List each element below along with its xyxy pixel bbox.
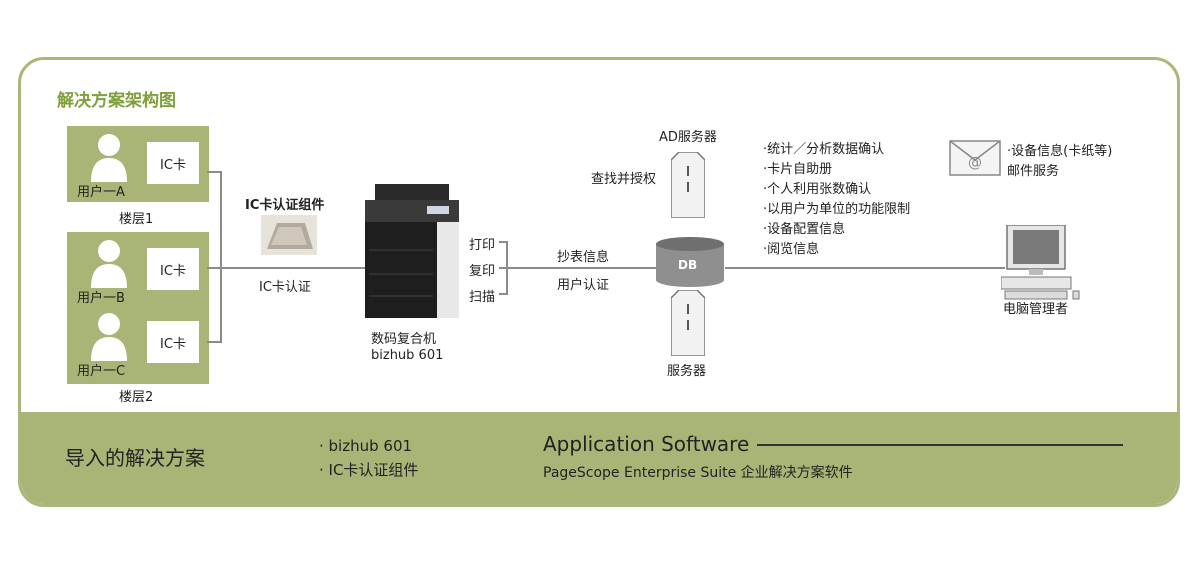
band-heading: 导入的解决方案 bbox=[65, 446, 205, 470]
solution-band bbox=[21, 412, 1177, 504]
floor-label: 楼层2 bbox=[119, 390, 154, 405]
feature-item: ·统计／分析数据确认 bbox=[763, 142, 885, 157]
mfp-name: 数码复合机 bbox=[371, 332, 437, 347]
user-box-a: 用户一A IC卡 bbox=[67, 126, 209, 202]
app-rule bbox=[757, 444, 1123, 446]
feature-item: ·卡片自助册 bbox=[763, 162, 833, 177]
computer-icon bbox=[1001, 225, 1080, 300]
db-label-top: 抄表信息 bbox=[557, 250, 610, 265]
function-print: 打印 bbox=[469, 238, 496, 253]
mail-line2: 邮件服务 bbox=[1007, 164, 1060, 179]
user-icon bbox=[91, 134, 127, 182]
user-label: 用户一A bbox=[77, 185, 125, 200]
feature-item: ·设备配置信息 bbox=[763, 222, 846, 237]
database-icon bbox=[656, 237, 724, 287]
feature-list: ·统计／分析数据确认 ·卡片自助册 ·个人利用张数确认 ·以用户为单位的功能限制… bbox=[763, 140, 910, 260]
mail-line1: ·设备信息(卡纸等) bbox=[1007, 144, 1113, 159]
pc-label: 电脑管理者 bbox=[1003, 302, 1069, 317]
feature-item: ·以用户为单位的功能限制 bbox=[763, 202, 911, 217]
connector-line bbox=[221, 267, 367, 269]
connector-line bbox=[725, 267, 1005, 269]
ad-server-label: AD服务器 bbox=[659, 130, 717, 145]
mfp-model: bizhub 601 bbox=[371, 348, 444, 363]
connector-line bbox=[515, 267, 661, 269]
user-box-b: 用户一B IC卡 bbox=[67, 232, 209, 308]
app-subtitle: PageScope Enterprise Suite 企业解决方案软件 bbox=[543, 465, 853, 481]
function-scan: 扫描 bbox=[469, 290, 496, 305]
diagram-frame: 解决方案架构图 用户一A IC卡 楼层1 用户一B IC卡 用户一C IC卡 楼… bbox=[18, 57, 1180, 507]
ic-card: IC卡 bbox=[147, 248, 199, 290]
feature-item: ·个人利用张数确认 bbox=[763, 182, 872, 197]
ic-card: IC卡 bbox=[147, 142, 199, 184]
svg-text:@: @ bbox=[968, 155, 982, 171]
band-item: · IC卡认证组件 bbox=[319, 461, 419, 479]
server-icon bbox=[671, 290, 705, 356]
app-title: Application Software bbox=[543, 432, 750, 456]
user-label: 用户一C bbox=[77, 364, 126, 379]
ad-server-icon bbox=[671, 152, 705, 218]
user-icon bbox=[91, 313, 127, 361]
user-box-c: 用户一C IC卡 bbox=[67, 305, 209, 381]
diagram-title: 解决方案架构图 bbox=[57, 91, 176, 111]
ic-bracket bbox=[207, 171, 222, 343]
db-label-bottom: 用户认证 bbox=[557, 278, 610, 293]
function-copy: 复印 bbox=[469, 264, 496, 279]
feature-item: ·阅览信息 bbox=[763, 242, 820, 257]
floor-label: 楼层1 bbox=[119, 212, 154, 227]
user-label: 用户一B bbox=[77, 291, 125, 306]
band-item: · bizhub 601 bbox=[319, 437, 413, 455]
user-icon bbox=[91, 240, 127, 288]
database-label: DB bbox=[678, 258, 698, 272]
ic-card: IC卡 bbox=[147, 321, 199, 363]
function-bracket bbox=[499, 241, 515, 295]
ic-auth-label: IC卡认证 bbox=[259, 280, 311, 295]
ad-server-action: 查找并授权 bbox=[591, 172, 657, 187]
mail-icon: @ bbox=[949, 140, 1001, 176]
server-label: 服务器 bbox=[667, 364, 707, 379]
mfp-printer-icon bbox=[365, 184, 459, 318]
card-reader-icon bbox=[261, 215, 317, 255]
ic-component-label: IC卡认证组件 bbox=[245, 198, 325, 213]
